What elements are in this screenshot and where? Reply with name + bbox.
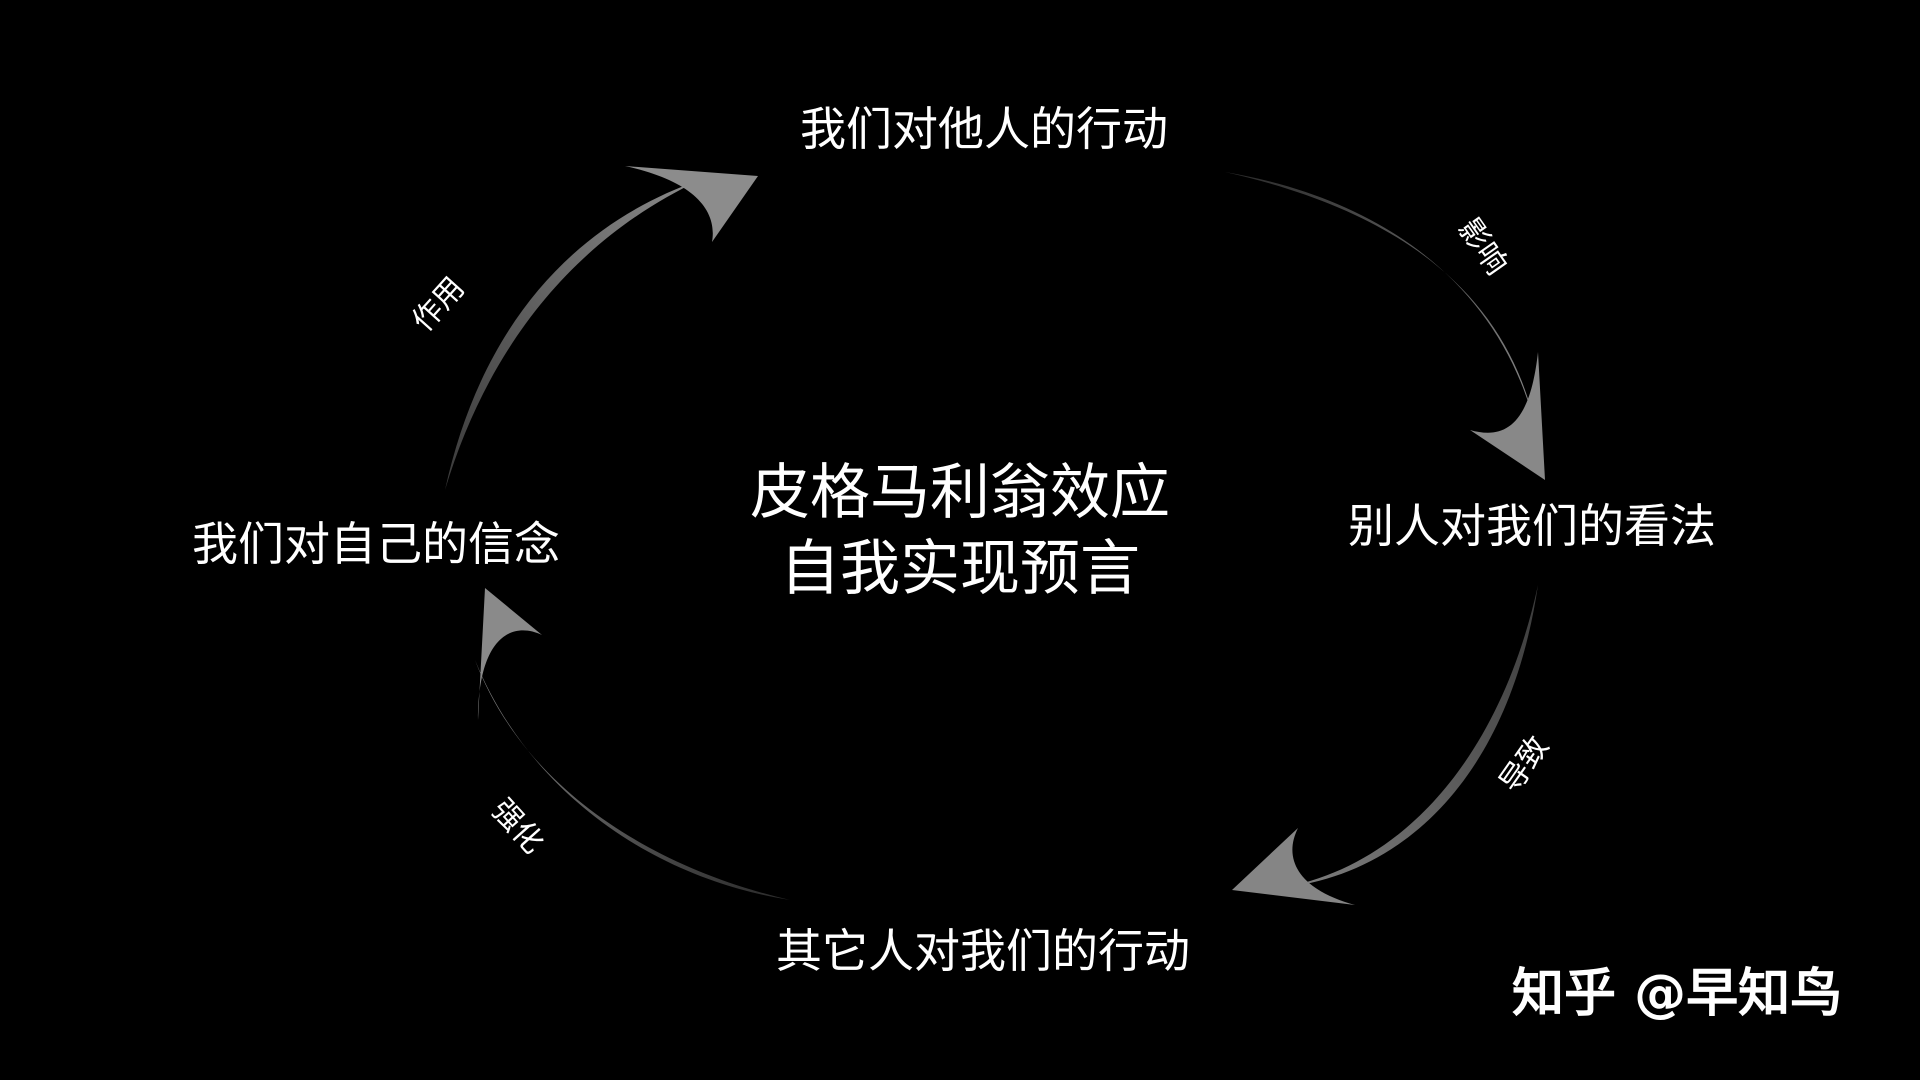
node-bottom: 其它人对我们的行动 <box>776 924 1190 978</box>
arrow-bottom-to-left <box>475 588 790 900</box>
center-title-line-2: 自我实现预言 <box>780 534 1140 604</box>
arrow-right-to-bottom <box>1232 585 1538 905</box>
center-title-line-1: 皮格马利翁效应 <box>750 458 1170 528</box>
watermark: 知乎 @早知鸟 <box>1512 964 1843 1024</box>
node-left: 我们对自己的信念 <box>192 517 560 571</box>
arrow-top-to-right <box>1225 172 1545 480</box>
arrow-left-to-top <box>445 166 758 490</box>
node-right: 别人对我们的看法 <box>1348 499 1716 553</box>
diagram-center-title: 皮格马利翁效应 自我实现预言 <box>750 455 1170 607</box>
node-top: 我们对他人的行动 <box>800 102 1168 156</box>
